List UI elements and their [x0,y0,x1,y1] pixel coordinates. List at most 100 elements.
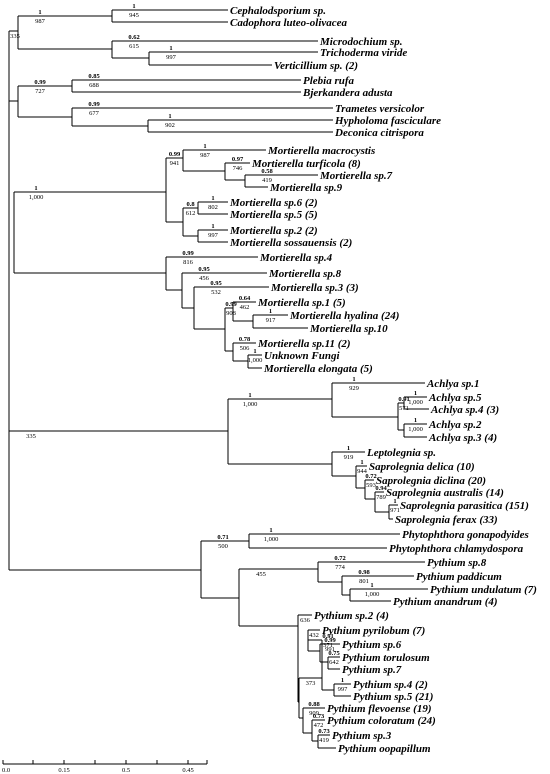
taxon-label-a3: Achlya sp.3 (4) [428,432,497,444]
taxon-label-a1: Achlya sp.1 [426,378,480,390]
taxon-label-saus: Saprolegnia australis (14) [386,487,504,499]
taxon-label-a2: Achlya sp.2 [428,419,482,431]
bootstrap-value-n19: 456 [199,275,210,282]
bootstrap-value-n26: 335 [26,433,36,440]
support-values: 194519970.6261519870.8568819020.996770.9… [10,3,423,744]
posterior-probability-n32: 1 [347,445,350,452]
bootstrap-value-n25: 1,000 [248,357,263,364]
tree-branches [8,9,429,749]
posterior-probability-n7: 0.99 [88,101,100,108]
bootstrap-value-n13: 746 [233,165,244,172]
posterior-probability-n29: 1 [352,376,355,383]
taxon-label-p6: Pythium sp.6 [342,639,402,651]
taxon-label-decon: Deconica citrispora [334,127,424,139]
bootstrap-value-n34: 593 [366,482,376,489]
bootstrap-value-n50: 909 [309,710,319,717]
posterior-probability-n24: 0.78 [239,336,251,343]
taxon-label-mturf: Mortierella turficola (8) [251,158,361,170]
bootstrap-value-n2: 945 [129,12,139,19]
bootstrap-value-n46: 642 [329,659,339,666]
taxon-label-tram: Trametes versicolor [335,103,425,115]
taxon-label-p5: Pythium sp.5 (21) [353,691,433,703]
bootstrap-value-n7: 677 [89,110,100,117]
bootstrap-value-n35: 789 [376,494,386,501]
posterior-probability-n5: 0.99 [34,79,46,86]
bootstrap-value-n16: 802 [208,204,218,211]
taxon-label-m3: Mortierella sp.3 (3) [270,282,359,294]
posterior-probability-n52: 0.73 [318,728,330,735]
bootstrap-value-n37: 500 [218,543,228,550]
bootstrap-value-n42: 1,000 [365,591,380,598]
posterior-probability-n13: 0.97 [232,156,244,163]
posterior-probability-n18: 0.99 [182,250,194,257]
posterior-probability-n48: 1 [341,677,344,684]
posterior-probability-n17: 1 [211,223,214,230]
posterior-probability-n23: 1 [269,308,272,315]
bootstrap-value-n20: 532 [211,289,221,296]
taxon-label-sfer: Saprolegnia ferax (33) [395,514,498,526]
posterior-probability-n41: 0.98 [358,569,370,576]
taxon-label-m5: Mortierella sp.5 (5) [229,209,318,221]
bootstrap-value-n15: 612 [186,210,196,217]
bootstrap-value-n29: 929 [349,385,359,392]
taxon-label-melong: Mortierella elongata (5) [263,363,373,375]
bootstrap-value-n44: 432 [309,632,319,639]
posterior-probability-n50: 0.88 [308,701,320,708]
taxon-labels: Cephalodsporium sp.Cadophora luteo-oliva… [229,5,537,755]
taxon-label-vert: Verticillium sp. (2) [274,60,358,72]
taxon-label-m1: Mortierella sp.1 (5) [257,297,346,309]
posterior-probability-n42: 1 [370,582,373,589]
taxon-label-p2: Pythium sp.2 (4) [314,610,389,622]
bootstrap-value-n48: 997 [338,686,349,693]
taxon-label-p7: Pythium sp.7 [342,664,402,676]
posterior-probability-n21: 0.99 [225,301,237,308]
bootstrap-value-n12: 987 [200,152,211,159]
bootstrap-value-n47: 371 [323,642,333,649]
bootstrap-value-n30: 571 [399,405,409,412]
posterior-probability-n27: 1 [248,392,251,399]
posterior-probability-n11: 0.99 [169,151,181,158]
taxon-label-ppyr: Pythium pyrilobum (7) [322,625,425,637]
bootstrap-value-n14: 419 [262,177,272,184]
taxon-label-unk: Unknown Fungi [264,350,340,362]
posterior-probability-n12: 1 [203,143,206,150]
bootstrap-value-n40: 774 [335,564,346,571]
taxon-label-p4: Pythium sp.4 (2) [353,679,428,691]
posterior-probability-n4: 1 [169,45,172,52]
bootstrap-value-n39: 455 [256,571,266,578]
taxon-label-pfle: Pythium flevoense (19) [327,703,431,715]
bootstrap-value-n21: 908 [226,310,236,317]
bootstrap-value-n24: 506 [240,345,251,352]
taxon-label-spar: Saprolegnia parasitica (151) [400,500,529,512]
posterior-probability-n38: 1 [269,527,272,534]
posterior-probability-n2: 1 [132,3,135,10]
taxon-label-cephalo: Cephalodsporium sp. [230,5,326,17]
taxon-label-tricho: Trichoderma viride [320,47,407,59]
posterior-probability-n1: 1 [38,9,41,16]
bootstrap-value-n51: 472 [314,722,324,729]
posterior-probability-n14: 0.58 [261,168,273,175]
posterior-probability-n6: 0.85 [88,73,100,80]
taxon-label-m7: Mortierella sp.7 [319,170,393,182]
bootstrap-value-n49: 373 [306,680,316,687]
posterior-probability-n19: 0.95 [198,266,210,273]
taxon-label-phchl: Phytophthora chlamydospora [389,543,524,555]
bootstrap-value-n27: 1,000 [243,401,258,408]
scale-tick-label-0: 0.0 [2,767,10,774]
bootstrap-value-n31: 1,000 [408,399,423,406]
posterior-probability-n36: 1 [393,498,396,505]
taxon-label-poos: Pythium oopapillum [338,743,431,755]
bootstrap-value-n18: 816 [183,259,194,266]
taxon-label-m8: Mortierella sp.8 [268,268,342,280]
scale-tick-label-3: 0.45 [182,767,193,774]
bootstrap-value-n4: 997 [166,54,177,61]
taxon-label-m4: Mortierella sp.4 [259,252,333,264]
posterior-probability-n16: 1 [211,195,214,202]
posterior-probability-n22: 0.64 [239,295,251,302]
taxon-label-pana: Pythium anandrum (4) [393,596,498,608]
posterior-probability-n46: 0.75 [328,650,340,657]
posterior-probability-n3: 0.62 [128,34,139,41]
taxon-label-sdel: Saprolegnia delica (10) [369,461,475,473]
taxon-label-phgon: Phytophthora gonapodyides [402,529,529,541]
